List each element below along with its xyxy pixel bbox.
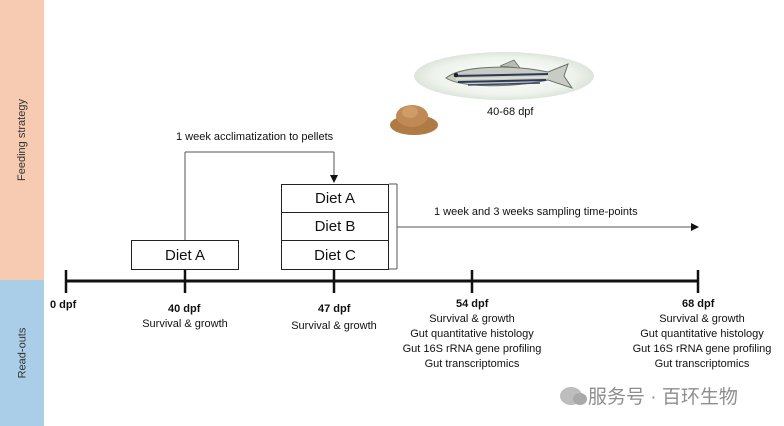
- readout-item: Gut transcriptomics: [654, 358, 750, 370]
- readout-item: Gut transcriptomics: [424, 358, 520, 370]
- readout-item: Survival & growth: [142, 318, 228, 330]
- timeline-label-68dpf: 68 dpf: [682, 298, 715, 310]
- readout-item: Gut 16S rRNA gene profiling: [402, 343, 542, 355]
- sampling-label: 1 week and 3 weeks sampling time-points: [434, 206, 638, 218]
- readout-item: Gut quantitative histology: [640, 328, 764, 340]
- watermark-text: 服务号 · 百环生物: [588, 387, 738, 408]
- timeline-label-0dpf: 0 dpf: [50, 299, 77, 311]
- feeding-strategy-band: Feeding strategy: [0, 0, 44, 280]
- readouts-68dpf: Survival & growth Gut quantitative histo…: [628, 312, 776, 372]
- timeline-label-47dpf: 47 dpf: [318, 303, 351, 315]
- fish-age-label: 40-68 dpf: [487, 106, 534, 118]
- readouts-band: Read-outs: [0, 280, 44, 426]
- readout-item: Survival & growth: [429, 313, 515, 325]
- wechat-icon: [560, 386, 587, 405]
- readout-item: Gut quantitative histology: [410, 328, 534, 340]
- acclimatization-label: 1 week acclimatization to pellets: [176, 131, 334, 143]
- readouts-47dpf: Survival & growth: [284, 319, 384, 334]
- zebrafish-icon: [445, 59, 574, 89]
- early-diet-a-box: Diet A: [131, 240, 239, 270]
- diet-b-box: Diet B: [281, 212, 389, 241]
- pellets-icon: [390, 105, 438, 135]
- diet-a-box: Diet A: [281, 184, 389, 213]
- readout-item: Survival & growth: [659, 313, 745, 325]
- diet-c-box: Diet C: [281, 240, 389, 270]
- readout-item: Gut 16S rRNA gene profiling: [632, 343, 772, 355]
- timeline-label-40dpf: 40 dpf: [168, 303, 201, 315]
- readouts-40dpf: Survival & growth: [135, 317, 235, 332]
- timeline-label-54dpf: 54 dpf: [456, 298, 489, 310]
- watermark: 服务号 · 百环生物: [560, 382, 738, 409]
- readouts-54dpf: Survival & growth Gut quantitative histo…: [402, 312, 542, 372]
- readout-item: Survival & growth: [291, 320, 377, 332]
